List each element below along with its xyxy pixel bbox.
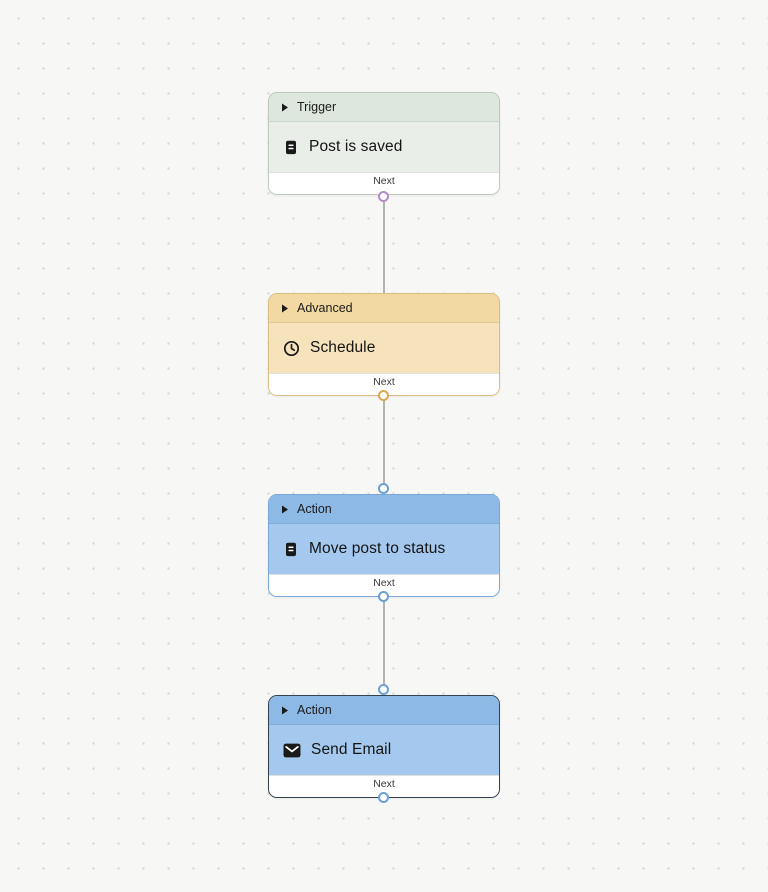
next-label: Next	[373, 577, 395, 589]
node-header[interactable]: Advanced	[269, 294, 499, 323]
node-advanced-schedule[interactable]: Advanced Schedule Next	[268, 293, 500, 396]
output-port[interactable]	[378, 792, 389, 803]
document-icon	[283, 541, 299, 558]
envelope-icon	[283, 743, 301, 758]
output-port[interactable]	[378, 191, 389, 202]
connector-line	[383, 601, 385, 685]
output-port[interactable]	[378, 390, 389, 401]
collapse-triangle-icon[interactable]	[281, 304, 289, 313]
node-header[interactable]: Trigger	[269, 93, 499, 122]
node-body[interactable]: Post is saved	[269, 122, 499, 172]
next-label: Next	[373, 175, 395, 187]
node-title: Post is saved	[309, 138, 403, 155]
collapse-triangle-icon[interactable]	[281, 706, 289, 715]
clock-icon	[283, 340, 300, 357]
node-next-footer: Next	[269, 172, 499, 194]
node-header[interactable]: Action	[269, 495, 499, 524]
node-body[interactable]: Move post to status	[269, 524, 499, 574]
collapse-triangle-icon[interactable]	[281, 103, 289, 112]
node-action-send-email[interactable]: Action Send Email Next	[268, 695, 500, 798]
node-title: Schedule	[310, 339, 376, 356]
input-port[interactable]	[378, 483, 389, 494]
next-label: Next	[373, 376, 395, 388]
node-category-label: Action	[297, 703, 332, 717]
node-category-label: Action	[297, 502, 332, 516]
node-action-move-post-to-status[interactable]: Action Move post to status Next	[268, 494, 500, 597]
node-next-footer: Next	[269, 373, 499, 395]
output-port[interactable]	[378, 591, 389, 602]
input-port[interactable]	[378, 684, 389, 695]
connector-line	[383, 400, 385, 484]
node-title: Move post to status	[309, 540, 446, 557]
next-label: Next	[373, 778, 395, 790]
node-header[interactable]: Action	[269, 696, 499, 725]
node-body[interactable]: Send Email	[269, 725, 499, 775]
collapse-triangle-icon[interactable]	[281, 505, 289, 514]
node-next-footer: Next	[269, 775, 499, 797]
node-trigger-post-is-saved[interactable]: Trigger Post is saved Next	[268, 92, 500, 195]
document-icon	[283, 139, 299, 156]
node-title: Send Email	[311, 741, 392, 758]
connector-line	[383, 202, 385, 293]
node-next-footer: Next	[269, 574, 499, 596]
node-body[interactable]: Schedule	[269, 323, 499, 373]
node-category-label: Trigger	[297, 100, 337, 114]
node-category-label: Advanced	[297, 301, 353, 315]
